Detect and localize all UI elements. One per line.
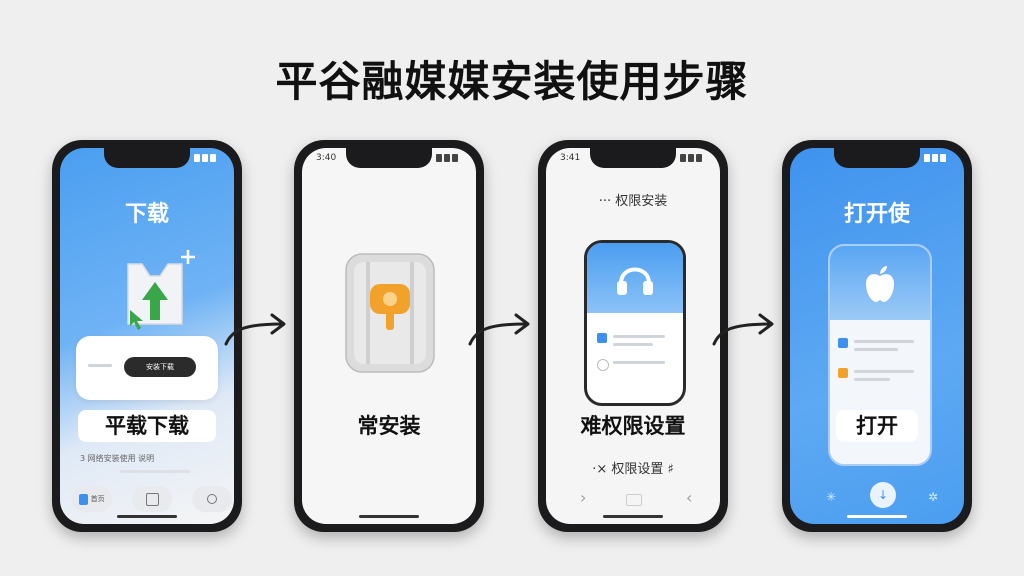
step-label: 难权限设置 (580, 414, 686, 438)
app-icon (838, 338, 848, 348)
user-icon (207, 494, 217, 504)
tab-bar: 首页 (70, 486, 232, 512)
arrow-right-icon (468, 313, 530, 346)
phone-screen: 3:40 常安装 (302, 148, 476, 524)
square-nav-icon[interactable] (626, 494, 642, 506)
signal-icon (434, 154, 462, 162)
home-doc-icon (79, 493, 89, 505)
phone-step-download: 下载 安装下载 平载下载 3 网络安装使用 说明 首页 (52, 140, 242, 532)
install-download-button[interactable]: 安装下载 (124, 357, 196, 377)
status-bar (804, 153, 950, 165)
arrow-right-icon (224, 313, 286, 346)
install-package-icon (345, 253, 435, 373)
phone-notch (590, 148, 676, 168)
signal-icon (678, 154, 706, 162)
badge-icon (838, 368, 848, 378)
apple-icon (866, 266, 894, 302)
phone-screen: 3:41 ··· 权限安装 难权限设置 ·× 权限设置 ♯ › ‹ (546, 148, 720, 524)
status-bar: 3:41 (560, 153, 706, 165)
signal-icon (922, 154, 950, 162)
app-icon (597, 333, 607, 343)
step-label: 常安装 (357, 414, 421, 438)
center-action-icon[interactable]: ↓ (870, 482, 896, 508)
nav-forward-icon[interactable]: › (580, 488, 587, 507)
home-indicator (359, 515, 419, 518)
phone-screen: 下载 安装下载 平载下载 3 网络安装使用 说明 首页 (60, 148, 234, 524)
permission-footer: ·× 权限设置 ♯ (592, 462, 674, 477)
phone-screen: 打开使 打开 ✳ ↓ ✲ (790, 148, 964, 524)
download-card: 安装下载 (76, 336, 218, 400)
tab-home[interactable]: 首页 (72, 486, 112, 512)
shield-icon (597, 359, 609, 371)
page-title: 平谷融媒媒安装使用步骤 (275, 57, 749, 106)
home-indicator (847, 515, 907, 518)
signal-icon (192, 154, 220, 162)
tab-calendar[interactable] (132, 486, 172, 512)
permission-header: ··· 权限安装 (598, 194, 668, 209)
headset-icon (617, 267, 653, 295)
phone-notch (104, 148, 190, 168)
help-text: 3 网络安装使用 说明 (80, 454, 155, 463)
phone-step-open: 打开使 打开 ✳ ↓ ✲ (782, 140, 972, 532)
grid-icon[interactable]: ✲ (928, 490, 939, 504)
phone-notch (834, 148, 920, 168)
home-indicator (603, 515, 663, 518)
download-bag-icon (127, 250, 195, 330)
home-indicator (117, 515, 177, 518)
step-label: 平载下载 (78, 410, 216, 442)
arrow-right-icon (712, 313, 774, 346)
phone-step-permissions: 3:41 ··· 权限安装 难权限设置 ·× 权限设置 ♯ › ‹ (538, 140, 728, 532)
sparkle-icon[interactable]: ✳ (826, 490, 837, 504)
calendar-icon (145, 492, 159, 506)
nav-back-icon[interactable]: ‹ (686, 488, 693, 507)
inner-phone-mockup (584, 240, 686, 406)
status-bar (74, 153, 220, 165)
status-bar: 3:40 (316, 153, 462, 165)
step-label: 打开 (836, 410, 918, 442)
phone-step-install: 3:40 常安装 (294, 140, 484, 532)
tab-profile[interactable] (192, 486, 232, 512)
screen-title: 下载 (124, 202, 169, 227)
screen-title: 打开使 (843, 202, 910, 227)
phone-notch (346, 148, 432, 168)
